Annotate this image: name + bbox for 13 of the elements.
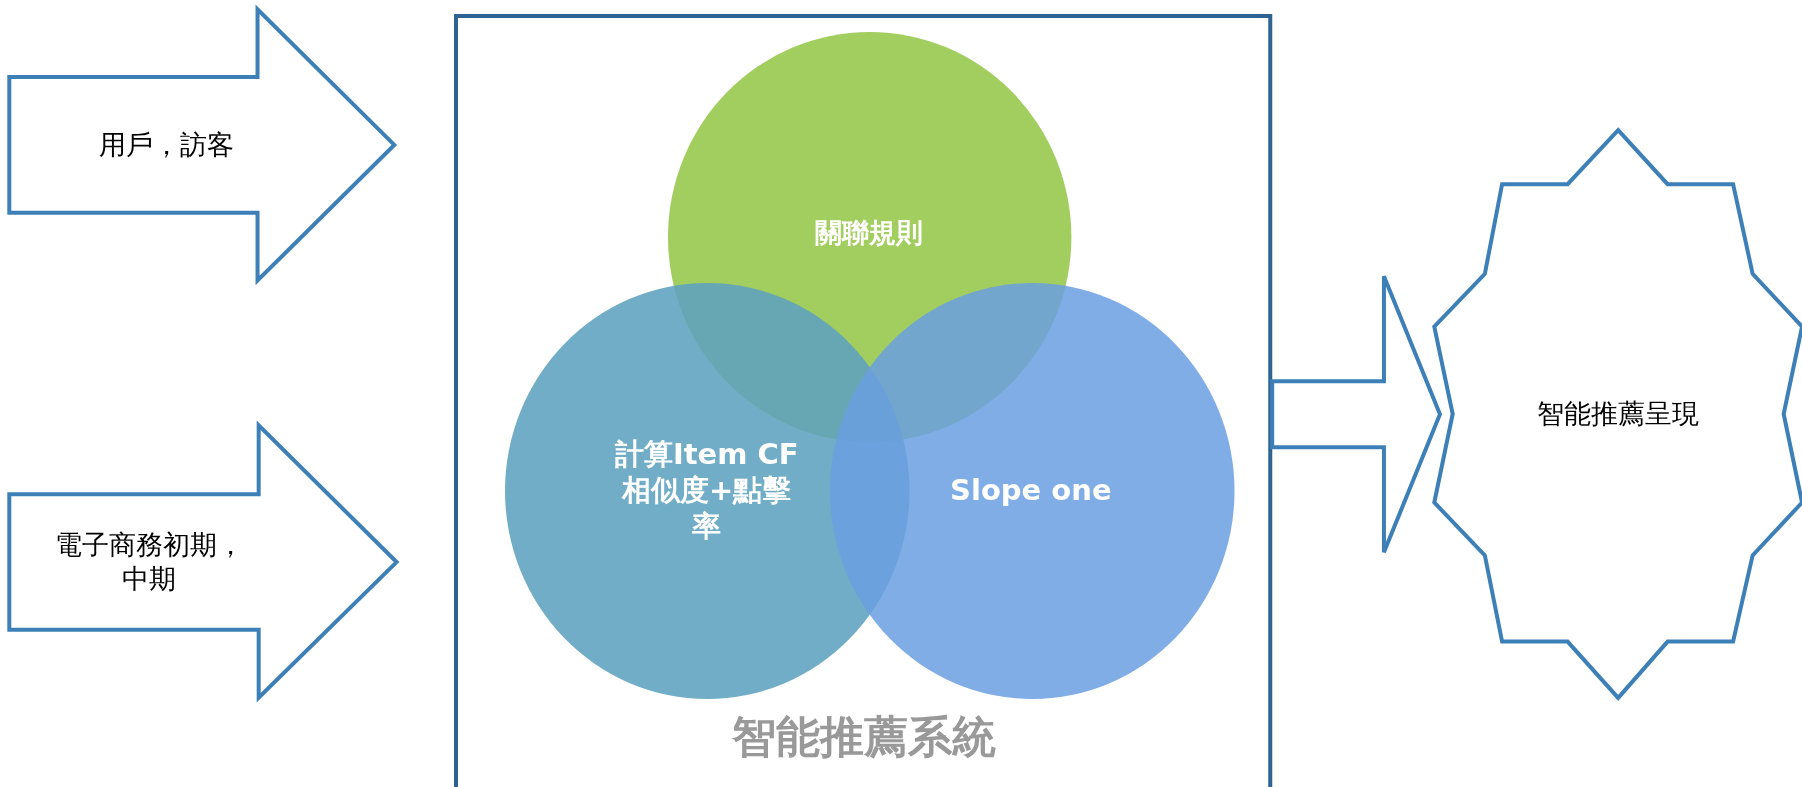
frame-title: 智能推薦系統 (731, 709, 998, 763)
starburst-shape (1431, 128, 1802, 700)
node-label: 關聯規則 (813, 216, 924, 251)
venn-circle (829, 282, 1235, 699)
block-arrow (6, 6, 398, 283)
node-label: 計算Item CF相似度+點擊率 (613, 435, 800, 544)
node-label: Slope one (949, 471, 1113, 508)
block-arrow (1270, 274, 1443, 555)
block-arrow (6, 422, 400, 701)
system-frame (453, 13, 1273, 787)
node-label: 智能推薦呈現 (1536, 396, 1701, 431)
node-label: 用戶，訪客 (98, 127, 236, 162)
node-label: 電子商務初期，中期 (53, 528, 245, 596)
